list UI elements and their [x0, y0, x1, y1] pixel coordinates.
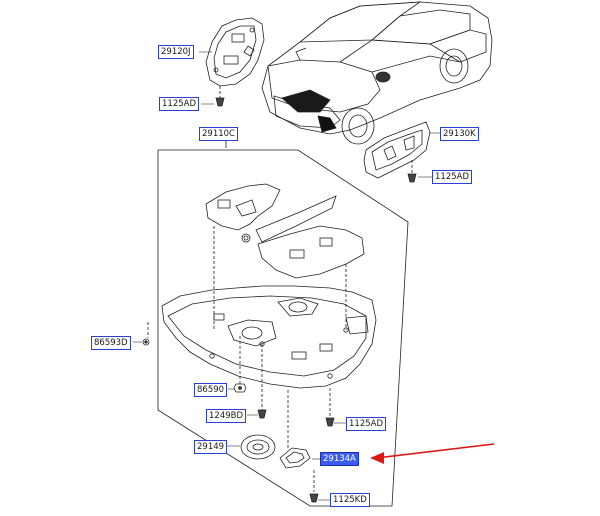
vehicle-illustration [261, 1, 493, 145]
callout-86593D[interactable]: 86593D [91, 336, 131, 350]
mounting-lines [147, 226, 347, 492]
callout-1125AD-top[interactable]: 1125AD [159, 97, 199, 111]
callout-29134A-selected[interactable]: 29134A [320, 452, 359, 466]
part-29149-shape [240, 434, 276, 460]
highlight-arrow [370, 443, 495, 464]
fasteners [142, 338, 335, 503]
callout-1125AD-mid[interactable]: 1125AD [346, 417, 386, 431]
callout-29149[interactable]: 29149 [194, 440, 228, 454]
upper-tray-shape [205, 183, 365, 279]
callout-29130K[interactable]: 29130K [440, 127, 479, 141]
callout-29110C[interactable]: 29110C [199, 127, 238, 141]
callout-1125AD-right[interactable]: 1125AD [432, 170, 472, 184]
part-29130K-shape [363, 121, 431, 183]
callout-1249BD[interactable]: 1249BD [206, 409, 247, 423]
part-29120J-shape [205, 17, 265, 107]
main-under-cover-shape [161, 285, 377, 389]
callout-1125KD[interactable]: 1125KD [330, 493, 370, 507]
callout-86590[interactable]: 86590 [194, 383, 228, 397]
callout-29120J[interactable]: 29120J [158, 45, 194, 59]
leader-lines [133, 51, 440, 501]
part-29134A-shape [279, 447, 311, 469]
